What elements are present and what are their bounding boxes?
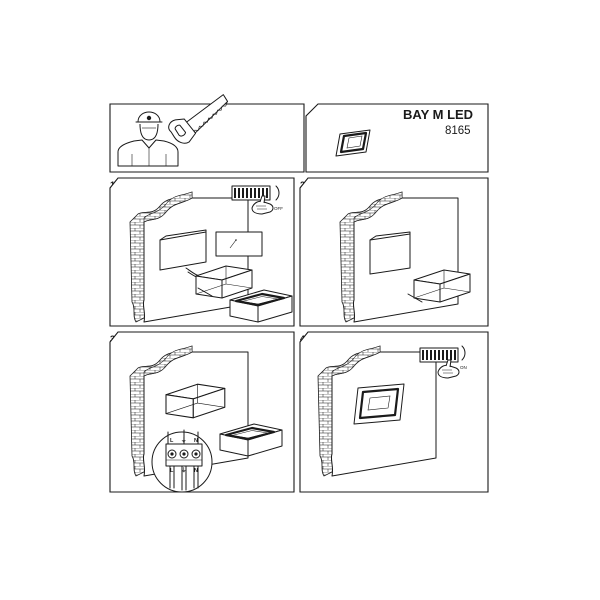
step-1-panel: 1 OFF: [109, 177, 295, 327]
switch-off-arrow-icon: [275, 185, 280, 201]
wall-icon: [129, 191, 249, 323]
product-panel: BAY M LED 8165: [305, 103, 489, 173]
product-code: 8165: [445, 125, 471, 137]
wall-icon: [339, 191, 459, 323]
cutting-template-icon: [215, 231, 263, 257]
terminal-bottom-earth: ⏚: [181, 467, 187, 474]
step-4-panel: 4 ON: [299, 331, 489, 493]
hand-saw-icon: [168, 94, 229, 144]
step-2-panel: 2: [299, 177, 489, 327]
switch-on-arrow-icon: [461, 345, 466, 361]
fixture-preview-icon: [335, 129, 371, 157]
tools-panel: [109, 94, 305, 173]
step-1-switch-state: OFF: [274, 206, 283, 211]
step-4-switch-state: ON: [460, 365, 467, 370]
installed-fixture-icon: [353, 383, 405, 425]
product-name: BAY M LED: [403, 107, 473, 122]
circuit-breaker-icon: [419, 347, 459, 363]
terminal-top-l: L: [170, 438, 174, 444]
wiring-detail: L ⏚ N L ⏚ N: [151, 429, 213, 493]
terminal-bottom-n: N: [194, 468, 198, 474]
terminal-bottom-l: L: [170, 468, 174, 474]
step-3-panel: 3 L ⏚ N L ⏚ N: [109, 331, 295, 493]
installer-person-icon: [117, 111, 179, 167]
terminal-top-n: N: [194, 438, 198, 444]
